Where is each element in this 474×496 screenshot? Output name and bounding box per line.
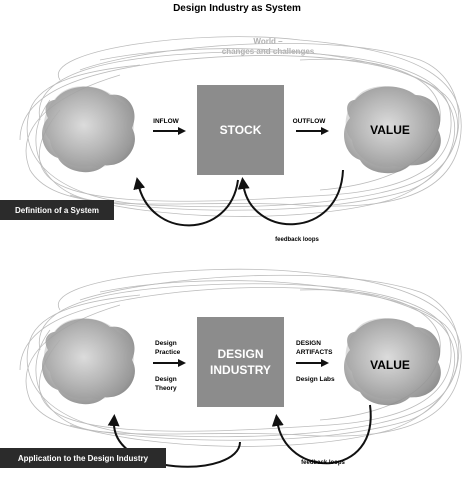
top-panel: INFLOW STOCK OUTFLOW VALUE feedback loop… <box>0 36 462 243</box>
value-cloud-bottom <box>344 318 441 406</box>
inflow-label: INFLOW <box>153 118 179 125</box>
source-cloud-bottom <box>42 318 135 405</box>
world-loops-top <box>19 36 462 217</box>
stock-label-line1: DESIGN <box>217 347 263 361</box>
caption-box-bottom <box>0 448 166 468</box>
feedback-label-bottom: feedback loops <box>301 460 345 466</box>
design-industry-box <box>197 317 284 407</box>
outflow-label-line1: DESIGN <box>296 340 321 347</box>
bottom-panel: Design Practice Design Theory DESIGN IND… <box>0 268 462 468</box>
caption-box-top <box>0 200 114 220</box>
inflow-label-line3: Design <box>155 376 177 383</box>
value-label-bottom: VALUE <box>370 358 410 372</box>
outflow-label: OUTFLOW <box>293 118 327 125</box>
caption-top: Definition of a System <box>15 206 99 215</box>
world-label-line1: World – <box>253 37 283 46</box>
feedback-arrow-right-bottom <box>271 404 372 465</box>
outflow-label-line3: Design Labs <box>296 376 335 383</box>
inflow-label-line2: Practice <box>155 349 181 356</box>
caption-bottom: Application to the Design Industry <box>18 454 149 463</box>
inflow-label-line1: Design <box>155 340 177 347</box>
inflow-label-line4: Theory <box>155 385 177 392</box>
value-cloud-top <box>344 86 441 174</box>
diagram-title: Design Industry as System <box>173 3 301 14</box>
outflow-label-line2: ARTIFACTS <box>296 349 333 356</box>
feedback-arrow-left-bottom <box>107 414 241 468</box>
stock-label-line2: INDUSTRY <box>210 363 271 377</box>
stock-label: STOCK <box>220 123 262 137</box>
source-cloud-top <box>42 86 135 173</box>
feedback-arrow-right-top <box>237 169 344 226</box>
stock-box <box>197 85 284 175</box>
value-label-top: VALUE <box>370 123 410 137</box>
feedback-arrow-left-top <box>133 177 239 227</box>
feedback-label-top: feedback loops <box>275 237 319 243</box>
